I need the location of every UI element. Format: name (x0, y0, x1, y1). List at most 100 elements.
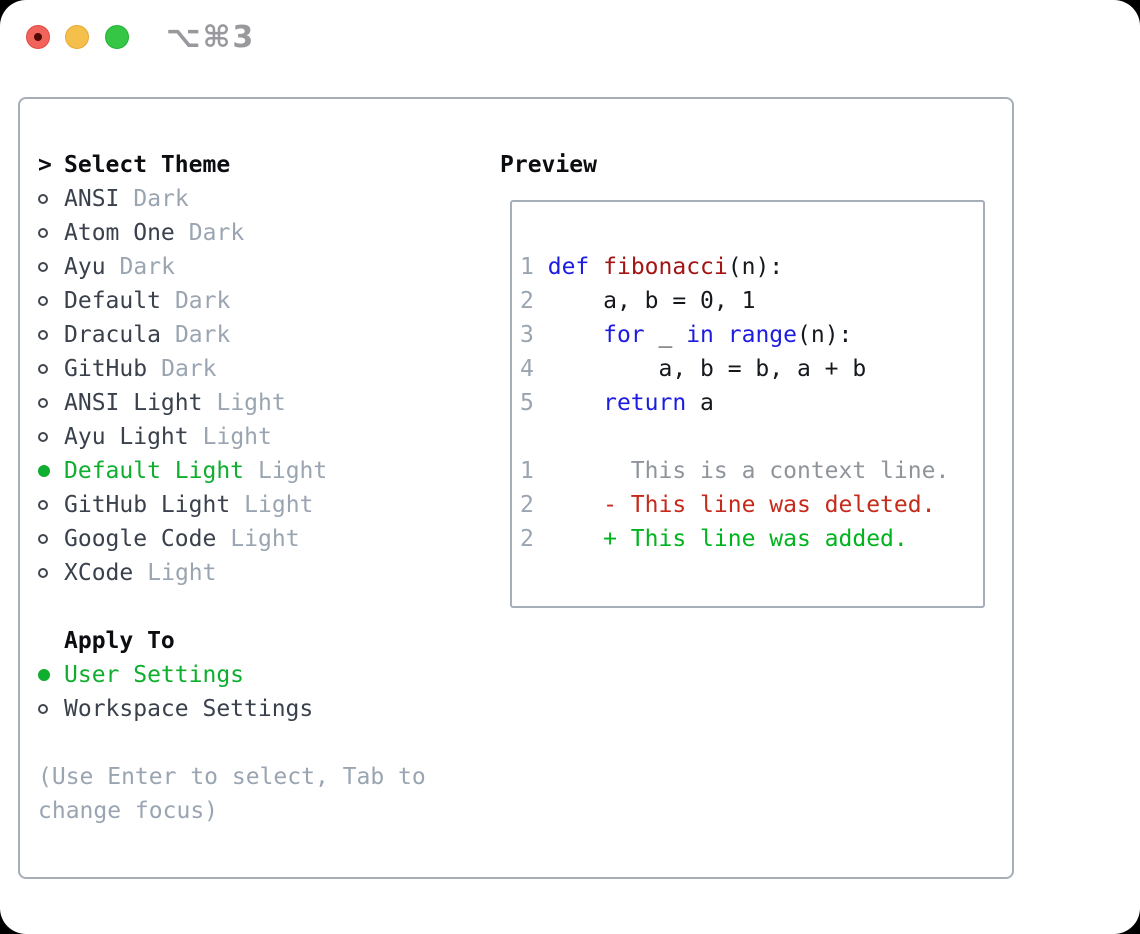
radio-icon (38, 534, 48, 544)
spacer (38, 590, 478, 624)
theme-option-label: ANSI Light (64, 390, 203, 416)
theme-variant-label: Dark (133, 186, 189, 212)
code-line: 5 return a (520, 390, 714, 416)
apply-to-title: Apply To (64, 628, 175, 654)
select-theme-title: Select Theme (64, 152, 231, 178)
close-button[interactable] (26, 25, 50, 49)
theme-variant-label: Dark (119, 254, 175, 280)
theme-option-atom-one[interactable]: Atom One Dark (38, 216, 478, 250)
theme-option-github[interactable]: GitHub Dark (38, 352, 478, 386)
theme-option-label: ANSI (64, 186, 120, 212)
theme-option-label: GitHub Light (64, 492, 231, 518)
radio-icon (38, 704, 64, 714)
theme-option-default[interactable]: Default Dark (38, 284, 478, 318)
theme-option-github-light[interactable]: GitHub Light Light (38, 488, 478, 522)
theme-option-label: Default (64, 288, 161, 314)
theme-variant-label: Light (147, 560, 217, 586)
theme-variant-label: Dark (174, 322, 231, 348)
theme-option-ayu-light[interactable]: Ayu Light Light (38, 420, 478, 454)
theme-option-default-light[interactable]: Default Light Light (38, 454, 478, 488)
theme-option-label: GitHub (64, 356, 148, 382)
radio-icon (38, 432, 48, 442)
line-number: 2 (520, 526, 534, 552)
theme-option-label: Google Code (64, 526, 217, 552)
apply-option-label: Workspace Settings (64, 696, 314, 722)
apply-option-label: User Settings (64, 662, 245, 688)
radio-icon (38, 534, 64, 544)
preview-title: Preview (500, 152, 597, 178)
theme-variant-label: Light (244, 492, 314, 518)
radio-icon (38, 432, 64, 442)
radio-icon (38, 262, 64, 272)
theme-variant-label: Light (216, 390, 286, 416)
radio-icon (38, 228, 48, 238)
theme-option-ansi[interactable]: ANSI Dark (38, 182, 478, 216)
radio-icon (38, 364, 64, 374)
select-theme-heading: > Select Theme (38, 148, 478, 182)
selection-caret-icon: > (38, 152, 52, 178)
code-line: 2 - This line was deleted. (520, 492, 936, 518)
keyboard-hint: (Use Enter to select, Tab to change focu… (38, 764, 426, 824)
radio-icon (38, 704, 48, 714)
radio-icon (38, 194, 64, 204)
apply-to-heading: Apply To (38, 624, 478, 658)
preview-box (510, 200, 985, 608)
theme-variant-label: Light (258, 458, 328, 484)
theme-option-label: XCode (64, 560, 134, 586)
theme-option-label: Ayu Light (64, 424, 189, 450)
line-number: 2 (520, 288, 534, 314)
radio-icon (38, 500, 48, 510)
radio-icon (38, 330, 48, 340)
preview-code: 1 def fibonacci(n): 2 a, b = 0, 1 3 for _ … (520, 250, 949, 556)
apply-option-user-settings[interactable]: User Settings (38, 658, 478, 692)
theme-variant-label: Light (202, 424, 272, 450)
line-number: 3 (520, 322, 534, 348)
line-number: 1 (520, 254, 534, 280)
theme-variant-label: Light (230, 526, 300, 552)
radio-icon (38, 398, 64, 408)
theme-variant-label: Dark (188, 220, 245, 246)
theme-option-label: Ayu (64, 254, 106, 280)
radio-icon (38, 194, 48, 204)
code-line: 3 for _ in range(n): (520, 322, 853, 348)
code-line: 1 def fibonacci(n): (520, 254, 784, 280)
theme-option-ansi-light[interactable]: ANSI Light Light (38, 386, 478, 420)
line-number: 5 (520, 390, 534, 416)
radio-selected-icon (38, 465, 64, 477)
line-number: 1 (520, 458, 534, 484)
radio-icon (38, 398, 48, 408)
radio-icon (38, 296, 48, 306)
code-line: 1 This is a context line. (520, 458, 950, 484)
window-title: ⌥⌘3 (166, 20, 256, 55)
theme-option-label: Dracula (64, 322, 161, 348)
code-line: 2 a, b = 0, 1 (520, 288, 756, 314)
radio-icon (38, 262, 48, 272)
radio-icon (38, 296, 64, 306)
radio-selected-icon (38, 669, 64, 681)
radio-selected-icon (38, 465, 50, 477)
apply-option-workspace-settings[interactable]: Workspace Settings (38, 692, 478, 726)
spacer (38, 726, 478, 760)
line-number: 2 (520, 492, 534, 518)
radio-icon (38, 228, 64, 238)
line-number: 4 (520, 356, 534, 382)
radio-icon (38, 330, 64, 340)
theme-option-label: Atom One (64, 220, 175, 246)
code-line (520, 420, 949, 454)
theme-option-label: Default Light (64, 458, 245, 484)
zoom-button[interactable] (105, 25, 129, 49)
theme-variant-label: Dark (174, 288, 231, 314)
theme-option-google-code[interactable]: Google Code Light (38, 522, 478, 556)
code-line: 2 + This line was added. (520, 526, 908, 552)
theme-option-ayu[interactable]: Ayu Dark (38, 250, 478, 284)
radio-selected-icon (38, 669, 50, 681)
radio-icon (38, 568, 48, 578)
code-line: 4 a, b = b, a + b (520, 356, 867, 382)
theme-option-dracula[interactable]: Dracula Dark (38, 318, 478, 352)
minimize-button[interactable] (65, 25, 89, 49)
radio-icon (38, 364, 48, 374)
theme-variant-label: Dark (161, 356, 217, 382)
theme-option-xcode[interactable]: XCode Light (38, 556, 478, 590)
